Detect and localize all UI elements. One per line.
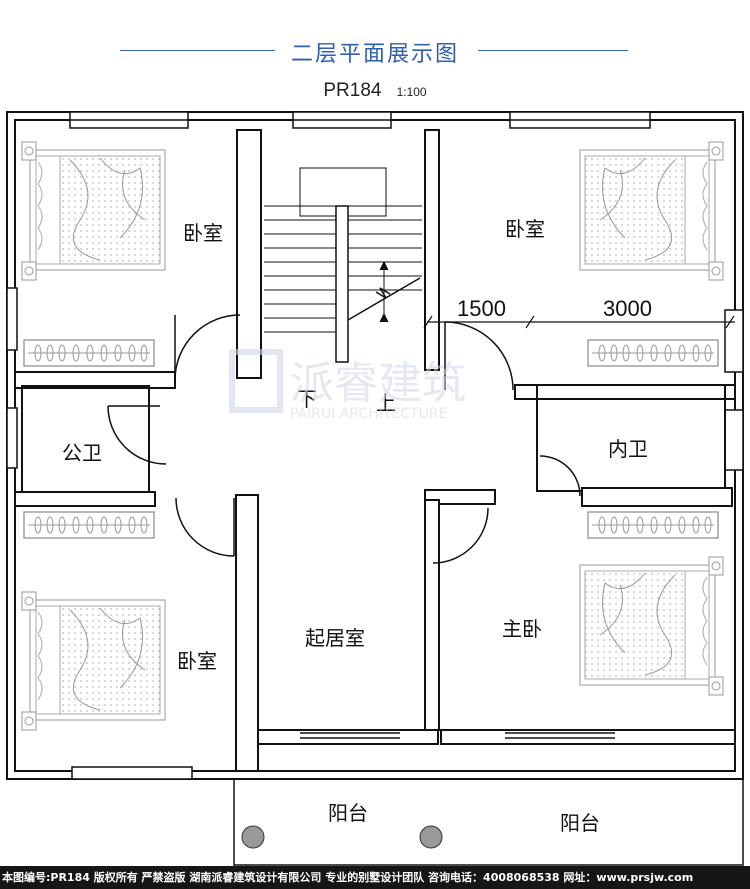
bed-top-left (21, 141, 166, 281)
doors (107, 314, 581, 564)
room-living-room: 起居室 (305, 626, 365, 650)
title-line-right (478, 50, 628, 51)
dimension-line (423, 315, 735, 329)
dimension-3000: 3000 (603, 296, 652, 321)
drain-icon (419, 825, 443, 849)
stair-up-label: 上 (376, 391, 396, 415)
footer-text: 本图编号:PR184 版权所有 严禁盗版 湖南派睿建筑设计有限公司 专业的别墅设… (2, 871, 694, 884)
dimension-1500: 1500 (457, 296, 506, 321)
room-bedroom-top-left: 卧室 (183, 221, 223, 245)
room-bedroom-bottom-left: 卧室 (177, 649, 217, 673)
plan-scale: 1:100 (396, 85, 427, 99)
room-balcony-right: 阳台 (560, 811, 600, 835)
interior-walls (14, 129, 736, 772)
title-line-left (120, 50, 275, 51)
room-balcony-left: 阳台 (328, 801, 368, 825)
staircase (264, 167, 422, 363)
windows (6, 111, 744, 780)
watermark-brand: 派睿建筑 (290, 358, 466, 409)
sliding-doors (300, 732, 615, 739)
wardrobe-master (587, 511, 719, 539)
watermark-brand-en: PAIRUI ARCHITECTURE (290, 406, 447, 422)
balcony (233, 778, 744, 866)
room-bedroom-top-right: 卧室 (505, 217, 545, 241)
plan-subtitle: PR184 1:100 (0, 80, 750, 102)
plan-code: PR184 (323, 80, 382, 101)
watermark-logo (229, 349, 283, 413)
stair-down-label: 下 (297, 387, 317, 411)
room-master-bedroom: 主卧 (502, 617, 542, 641)
bed-master (579, 556, 724, 696)
room-inner-bath: 内卫 (608, 437, 648, 461)
bed-bottom-left (21, 591, 166, 731)
room-public-bath: 公卫 (62, 441, 102, 465)
wardrobe-bottom-left (23, 511, 155, 539)
watermark: 派睿建筑 PAIRUI ARCHITECTURE (229, 349, 466, 422)
page-title: 二层平面展示图 (290, 42, 459, 67)
wardrobe-top-left (23, 339, 155, 367)
bed-top-right (579, 141, 724, 281)
header: 二层平面展示图 (0, 30, 750, 80)
footer-bar: 本图编号:PR184 版权所有 严禁盗版 湖南派睿建筑设计有限公司 专业的别墅设… (0, 866, 750, 889)
floor-plan: 下 上 1500 3000 派睿建筑 PAIRUI ARCHITECTURE 卧… (6, 111, 744, 866)
drain-icon (241, 825, 265, 849)
wardrobe-top-right (587, 339, 719, 367)
